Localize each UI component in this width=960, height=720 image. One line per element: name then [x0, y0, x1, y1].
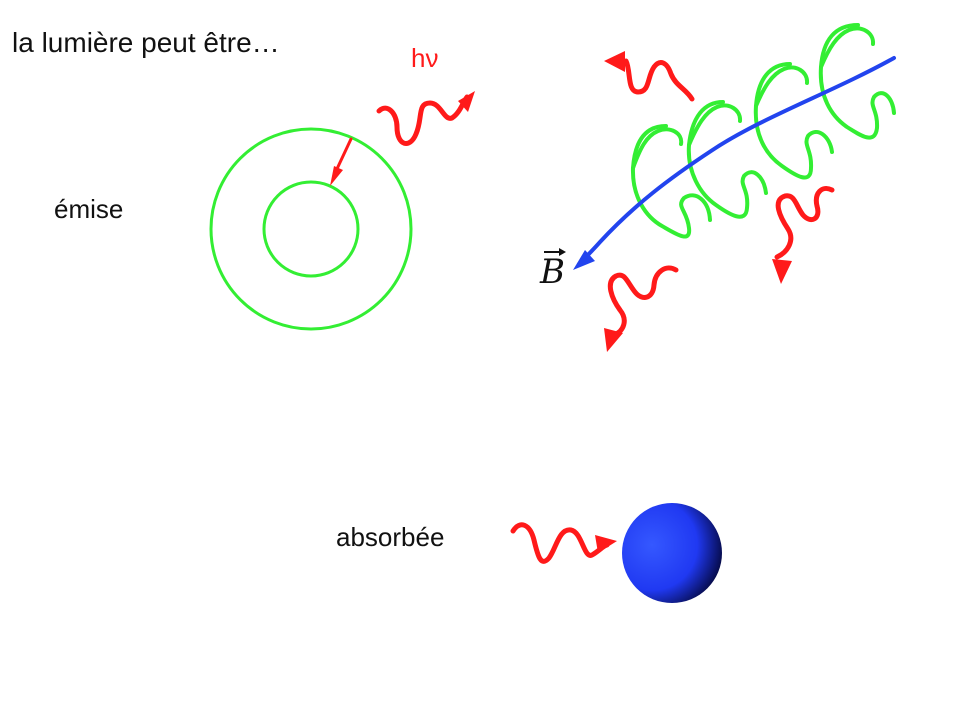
synchrotron-photon-right: [772, 186, 835, 284]
emission-label: émise: [54, 194, 124, 224]
outer-orbit: [209, 127, 413, 331]
emitted-photon: [376, 91, 475, 146]
synchrotron-photon-top: [604, 51, 695, 102]
electron-transition-arrow: [330, 137, 353, 186]
magnetic-field-line: [573, 56, 896, 270]
synchrotron-electron-spiral: [630, 23, 896, 239]
emission-atom: [209, 127, 413, 331]
diagram-title: la lumière peut être…: [12, 27, 280, 58]
vector-arrow-icon: [544, 248, 566, 256]
magnetic-field-label-group: B: [540, 244, 580, 292]
inner-orbit: [262, 180, 360, 278]
absorption-label: absorbée: [336, 522, 445, 552]
photon-energy-label: hν: [411, 43, 439, 73]
absorbing-particle: [622, 503, 722, 603]
synchrotron-photon-bottom: [604, 265, 679, 352]
magnetic-field-label: B: [540, 252, 565, 292]
absorbed-photon: [510, 522, 617, 564]
